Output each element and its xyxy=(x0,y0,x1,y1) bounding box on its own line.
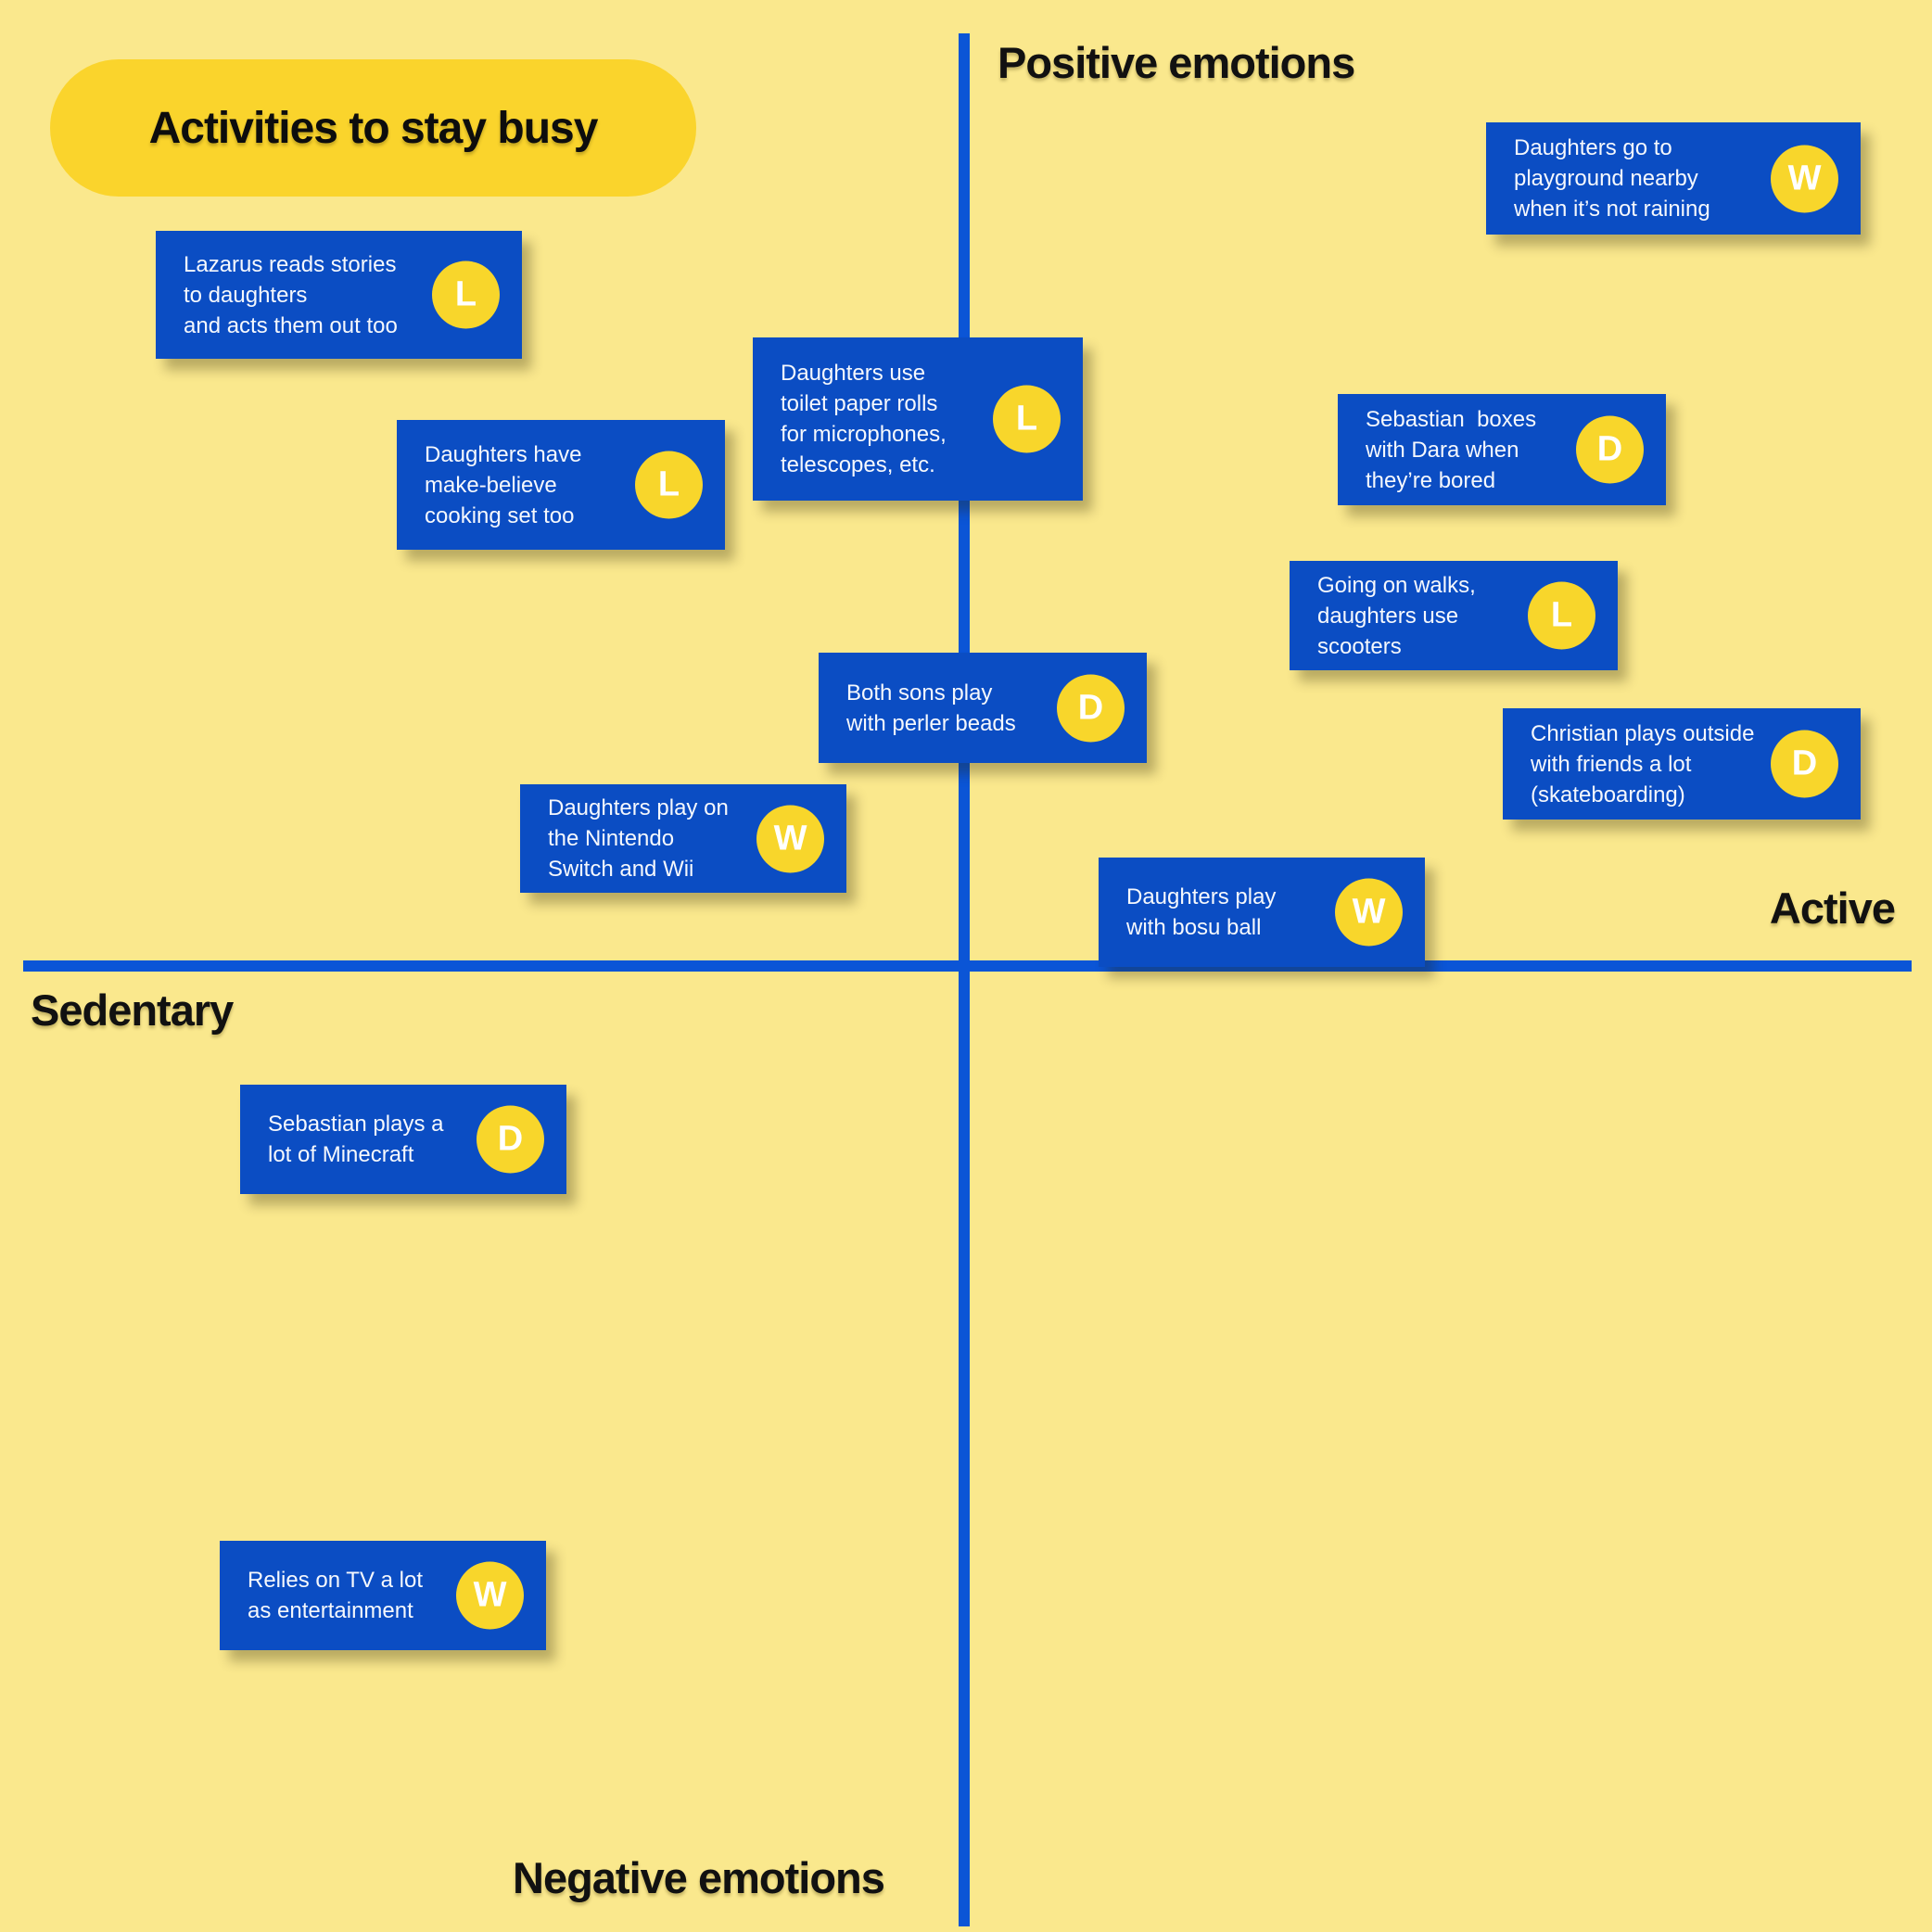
axis-label-active: Active xyxy=(1769,883,1896,933)
initial-badge-D: D xyxy=(477,1105,544,1174)
activity-card-text: Lazarus reads stories to daughters and a… xyxy=(184,251,398,338)
activity-card-text: Sebastian plays a lot of Minecraft xyxy=(268,1112,444,1167)
title-pill[interactable]: Activities to stay busy xyxy=(50,59,696,197)
activity-card-text: Daughters have make-believe cooking set … xyxy=(425,441,582,528)
initial-badge-W: W xyxy=(456,1561,524,1630)
activity-card-text: Daughters use toilet paper rolls for mic… xyxy=(781,361,947,477)
initial-badge-W: W xyxy=(1771,145,1838,212)
axis-label-sedentary: Sedentary xyxy=(31,985,234,1035)
initial-badge-W: W xyxy=(1335,878,1403,947)
activity-card-toilet-paper-rolls[interactable]: Daughters use toilet paper rolls for mic… xyxy=(753,337,1083,501)
initial-badge-D: D xyxy=(1771,730,1838,798)
initial-badge-L: L xyxy=(432,261,500,329)
initial-badge-D: D xyxy=(1057,674,1125,742)
activity-card-christian-plays-outside[interactable]: Christian plays outside with friends a l… xyxy=(1503,708,1861,820)
activity-card-playground-nearby[interactable]: Daughters go to playground nearby when i… xyxy=(1486,122,1861,235)
activity-card-text: Daughters go to playground nearby when i… xyxy=(1514,135,1710,222)
activity-card-text: Christian plays outside with friends a l… xyxy=(1531,720,1755,807)
axis-label-negative-emotions: Negative emotions xyxy=(513,1853,885,1902)
activity-card-text: Relies on TV a lot as entertainment xyxy=(248,1568,423,1623)
activity-card-make-believe-cooking-set[interactable]: Daughters have make-believe cooking set … xyxy=(397,420,725,550)
activity-card-text: Daughters play on the Nintendo Switch an… xyxy=(548,795,729,882)
activity-card-text: Daughters play with bosu ball xyxy=(1126,884,1277,940)
page-title: Activities to stay busy xyxy=(148,103,599,153)
vertical-axis-line xyxy=(959,33,970,1926)
axis-label-positive-emotions: Positive emotions xyxy=(998,38,1355,87)
activity-card-sebastian-boxes-with-dara[interactable]: Sebastian boxes with Dara when they’re b… xyxy=(1338,394,1666,505)
initial-badge-L: L xyxy=(993,385,1061,453)
activity-card-bosu-ball[interactable]: Daughters play with bosu ball W xyxy=(1099,858,1425,967)
horizontal-axis-line xyxy=(23,960,1912,972)
activity-card-sebastian-minecraft[interactable]: Sebastian plays a lot of Minecraft D xyxy=(240,1085,566,1194)
initial-badge-D: D xyxy=(1576,415,1644,484)
activity-card-text: Sebastian boxes with Dara when they’re b… xyxy=(1366,406,1537,493)
initial-badge-W: W xyxy=(756,805,824,872)
activity-card-nintendo-switch-wii[interactable]: Daughters play on the Nintendo Switch an… xyxy=(520,784,846,893)
initial-badge-L: L xyxy=(1528,581,1595,650)
activity-card-perler-beads[interactable]: Both sons play with perler beads D xyxy=(819,653,1147,763)
activity-card-text: Going on walks, daughters use scooters xyxy=(1317,572,1476,659)
activity-card-lazarus-reads-stories[interactable]: Lazarus reads stories to daughters and a… xyxy=(156,231,522,359)
activity-card-walks-scooters[interactable]: Going on walks, daughters use scooters L xyxy=(1290,561,1618,670)
activity-card-text: Both sons play with perler beads xyxy=(846,680,1016,736)
initial-badge-L: L xyxy=(635,451,703,519)
activity-card-relies-on-tv[interactable]: Relies on TV a lot as entertainment W xyxy=(220,1541,546,1650)
